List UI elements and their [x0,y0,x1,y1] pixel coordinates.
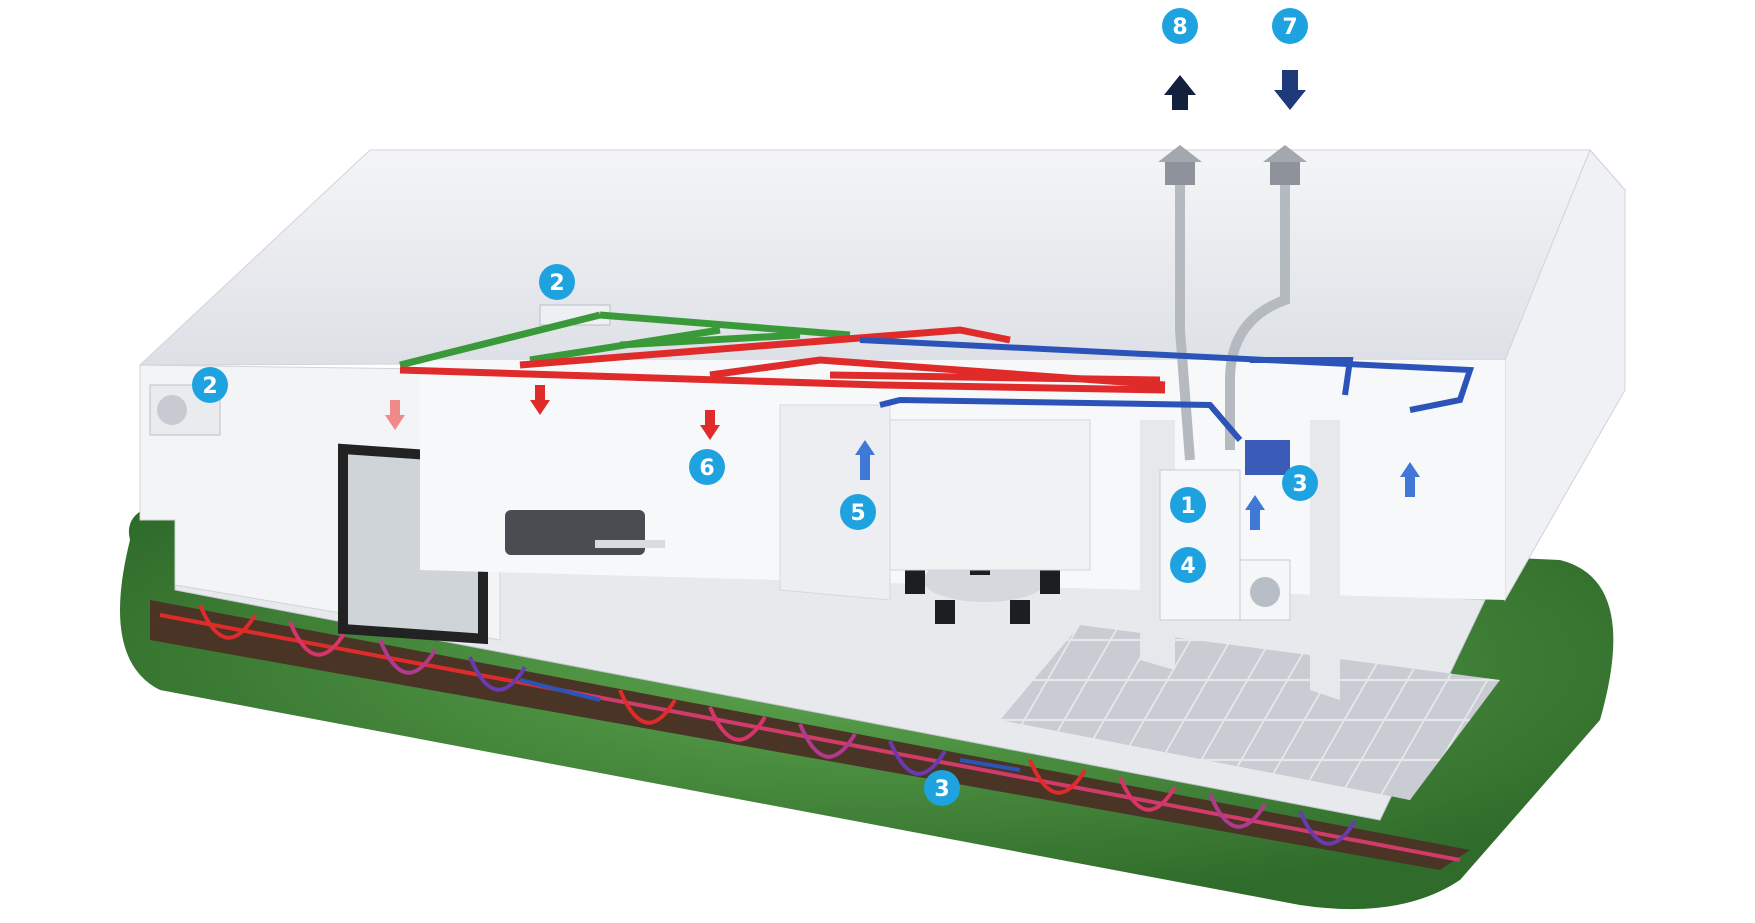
badge-circle [924,770,960,806]
badge-fresh-air-intake: 7 [1272,8,1308,44]
extract-arrow-bathroom [1400,462,1420,497]
gable-end [1504,149,1626,602]
washing-machine-door [1250,577,1280,607]
intake-chimney [1270,160,1300,185]
supply-arrow-bedroom [385,400,405,430]
outdoor-fan [157,395,187,425]
coffee-table [595,540,665,548]
badge-circle [689,449,725,485]
extract-arrow-kitchen [855,440,875,480]
supply-arrow-living [530,385,550,415]
badge-circle [539,264,575,300]
badge-number: 2 [202,374,217,399]
exhaust-air-arrow [1164,75,1196,110]
badge-number: 5 [850,501,865,526]
fresh-air-arrow [1274,70,1306,110]
badge-circle [1170,487,1206,523]
badge-number: 4 [1180,554,1195,579]
ground-collector-pipe [159,604,1461,862]
badge-circle [1170,547,1206,583]
badge-indoor-unit: 2 [539,264,575,300]
badge-number: 8 [1172,15,1187,40]
badge-circle [1282,465,1318,501]
ventilation-box [1245,440,1290,475]
bathroom-tile-floor [1000,625,1500,800]
badge-number: 2 [549,271,564,296]
kitchen-partition [779,404,891,601]
intake-duct [1225,185,1290,450]
supply-arrow-dining [700,410,720,440]
badge-extract-air: 5 [840,494,876,530]
soil-trench [150,600,1470,870]
badge-circle [840,494,876,530]
badge-ventilation-unit: 3 [1282,465,1318,501]
extract-arrow-utility [1245,495,1265,530]
exhaust-chimney [1165,160,1195,185]
badge-supply-air: 6 [689,449,725,485]
sofa [505,510,645,555]
exhaust-duct [1175,185,1195,461]
badge-hot-water-tank: 4 [1170,547,1206,583]
badge-heat-pump: 1 [1170,487,1206,523]
badge-circle [192,367,228,403]
kitchen-cabinets [889,419,1091,571]
badge-number: 3 [1292,472,1307,497]
supply-air-ducts [399,326,1166,394]
badge-circle [1272,8,1308,44]
badge-outdoor-unit: 2 [192,367,228,403]
badge-circle [1162,8,1198,44]
badge-number: 7 [1282,15,1297,40]
badge-ground-collector: 3 [924,770,960,806]
badge-number: 6 [699,456,714,481]
badge-number: 1 [1180,494,1195,519]
extract-air-ducts [859,337,1475,442]
badge-number: 3 [934,777,949,802]
fresh-air-ducts [399,311,851,369]
bathroom-wall [1310,420,1340,700]
badge-exhaust-air: 8 [1162,8,1198,44]
